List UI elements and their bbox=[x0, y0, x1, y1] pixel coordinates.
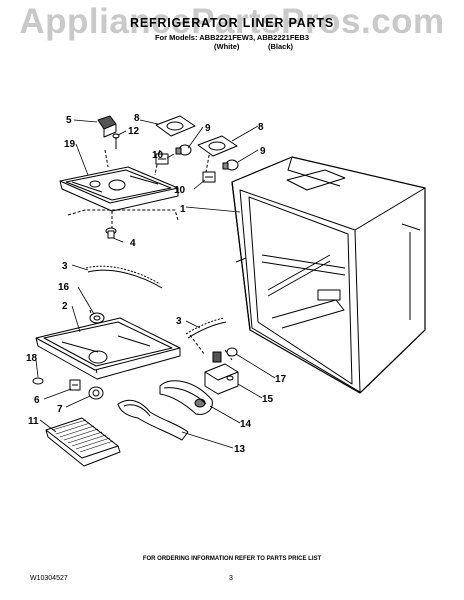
callout-5: 5 bbox=[66, 115, 72, 126]
callout-6: 6 bbox=[34, 395, 40, 406]
screw-part-12 bbox=[112, 133, 120, 149]
callout-14: 14 bbox=[240, 419, 252, 430]
callout-12: 12 bbox=[128, 126, 140, 137]
models-line: For Models: ABB2221FEW3, ABB2221FEB3 bbox=[154, 33, 310, 42]
control-box-part-15 bbox=[204, 351, 239, 395]
callout-16: 16 bbox=[58, 282, 70, 293]
light-socket-part-10-right bbox=[202, 171, 216, 183]
document-id: W10304527 bbox=[30, 575, 68, 582]
liner-part-1 bbox=[231, 156, 426, 394]
callout-leaders bbox=[35, 119, 276, 449]
grille-part-11 bbox=[45, 417, 121, 467]
grommet-part-17 bbox=[226, 347, 238, 357]
callout-1: 1 bbox=[180, 204, 186, 215]
clip-part-6 bbox=[69, 379, 81, 391]
callout-2: 2 bbox=[62, 301, 68, 312]
callout-13: 13 bbox=[234, 444, 246, 455]
callout-3-left: 3 bbox=[62, 261, 68, 272]
callout-15: 15 bbox=[262, 394, 274, 405]
light-cover-part-8-left bbox=[155, 115, 196, 137]
air-duct-part-13 bbox=[117, 399, 189, 441]
knob-part-7 bbox=[88, 386, 104, 400]
callout-9-left: 9 bbox=[205, 123, 211, 134]
color-black-label: (Black) bbox=[268, 42, 294, 51]
lower-plate-part-2 bbox=[35, 317, 181, 380]
grommet-part-18 bbox=[32, 377, 44, 385]
watermark: AppliancePartsPros.com bbox=[19, 2, 445, 41]
upper-light-housing-part-19 bbox=[59, 166, 179, 212]
wire-part-3-right bbox=[185, 317, 227, 339]
light-cover-part-8-right bbox=[197, 135, 238, 157]
light-bulb-part-9-right bbox=[222, 159, 239, 171]
wire-harness-part-3-left bbox=[85, 265, 163, 289]
color-white-label: (White) bbox=[214, 42, 240, 51]
callout-8-right: 8 bbox=[258, 122, 264, 133]
callout-8-left: 8 bbox=[134, 113, 140, 124]
page-number: 3 bbox=[229, 575, 233, 582]
callout-10-left: 10 bbox=[152, 150, 164, 161]
air-diffuser-part-14 bbox=[159, 380, 213, 415]
screw-part-4 bbox=[105, 227, 117, 239]
callout-10-right: 10 bbox=[174, 185, 186, 196]
callout-17: 17 bbox=[275, 374, 287, 385]
callout-7: 7 bbox=[57, 404, 63, 415]
callout-18: 18 bbox=[26, 353, 38, 364]
page-title: REFRIGERATOR LINER PARTS bbox=[130, 16, 334, 30]
switch-part-5 bbox=[97, 115, 117, 138]
callout-11: 11 bbox=[28, 416, 39, 427]
light-socket-part-10-left bbox=[155, 153, 169, 165]
callout-3-right: 3 bbox=[176, 316, 182, 327]
callout-9-right: 9 bbox=[260, 146, 266, 157]
callout-19: 19 bbox=[64, 139, 76, 150]
ordering-note: FOR ORDERING INFORMATION REFER TO PARTS … bbox=[142, 556, 322, 562]
callout-4: 4 bbox=[130, 238, 136, 249]
gasket-part-16 bbox=[89, 312, 105, 324]
